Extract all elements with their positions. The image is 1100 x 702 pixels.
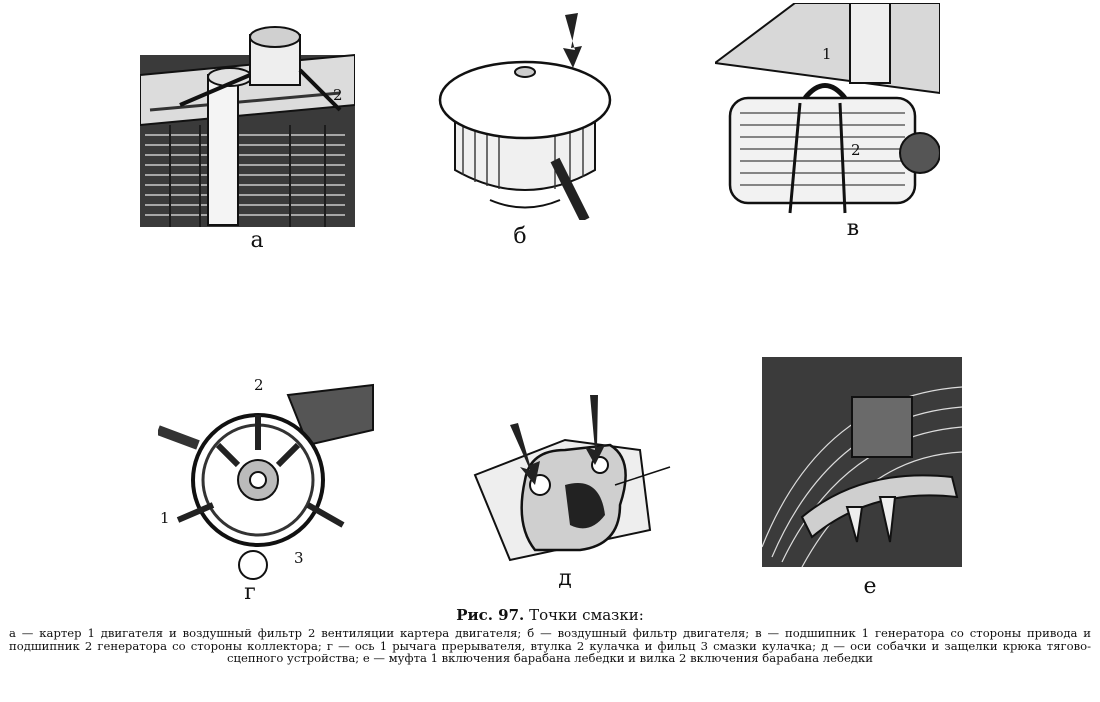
caption-title: Точки смазки: (529, 606, 644, 624)
figure-v-callout-2: 2 (851, 141, 861, 159)
figure-b-letter: б (513, 224, 527, 249)
caption-label: Рис. 97. (456, 606, 525, 624)
figure-e-illustration (762, 357, 962, 567)
figure-a-letter: а (250, 228, 264, 253)
figure-g-callout-1: 1 (160, 509, 170, 527)
figure-e-letter: е (863, 574, 877, 599)
figure-g-callout-3: 3 (294, 549, 304, 567)
figure-caption: Рис. 97. Точки смазки: а — картер 1 двиг… (0, 606, 1100, 665)
figure-v-letter: в (846, 216, 860, 241)
figure-a-callout-2: 2 (333, 86, 343, 104)
figure-v-illustration: 1 2 (715, 3, 940, 215)
caption-title-line: Рис. 97. Точки смазки: (0, 606, 1100, 624)
figure-d-letter: д (558, 566, 572, 591)
figure-g-illustration: 2 1 3 (158, 375, 383, 580)
figure-g-callout-2: 2 (254, 376, 264, 394)
figure-a-illustration: 2 (140, 15, 355, 227)
figure-g-letter: г (244, 580, 256, 605)
figure-v-callout-1: 1 (822, 45, 832, 63)
figure-b-illustration (435, 10, 615, 220)
caption-text: а — картер 1 двигателя и воздушный фильт… (9, 626, 1091, 666)
figure-d-illustration (470, 395, 680, 570)
